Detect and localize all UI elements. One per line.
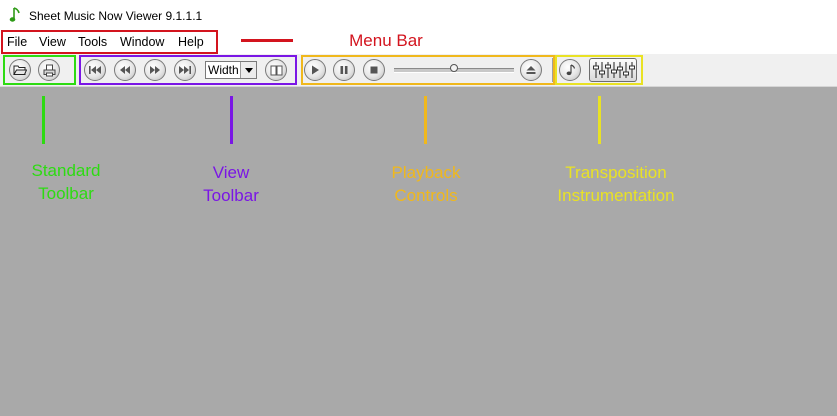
standard-toolbar-pointer — [42, 96, 45, 144]
standard-toolbar-label-line2: Toolbar — [38, 184, 94, 203]
transposition-label-line1: Transposition — [565, 163, 667, 182]
view-toolbar-pointer — [230, 96, 233, 144]
playback-controls-pointer — [424, 96, 427, 144]
play-icon — [312, 65, 319, 75]
eject-icon — [526, 66, 536, 74]
menu-bar-pointer — [241, 39, 293, 42]
menu-bar-label: Menu Bar — [349, 31, 423, 50]
playback-controls-label-line2: Controls — [394, 186, 458, 205]
standard-toolbar-label-line1: Standard — [31, 161, 101, 180]
title-bar: Sheet Music Now Viewer 9.1.1.1 — [0, 0, 837, 31]
view-toolbar-label-line1: View — [212, 163, 250, 182]
eject-button[interactable] — [520, 59, 542, 81]
print-icon — [43, 64, 55, 76]
stop-icon — [370, 66, 378, 74]
first-page-button[interactable] — [84, 59, 106, 81]
stop-button[interactable] — [363, 59, 385, 81]
next-page-button[interactable] — [144, 59, 166, 81]
transposition-label: Transposition Instrumentation — [531, 161, 701, 207]
mixer-button[interactable] — [589, 58, 637, 82]
zoom-select-value: Width — [208, 63, 239, 77]
window-title: Sheet Music Now Viewer 9.1.1.1 — [29, 9, 203, 23]
zoom-select[interactable]: Width — [205, 61, 257, 79]
chevron-down-icon[interactable] — [240, 62, 256, 78]
page-view-icon — [270, 65, 282, 75]
view-toolbar-highlight — [79, 55, 297, 85]
standard-toolbar-label: Standard Toolbar — [6, 159, 126, 205]
transpose-button[interactable] — [559, 59, 581, 81]
pause-button[interactable] — [333, 59, 355, 81]
open-button[interactable] — [9, 59, 31, 81]
menu-tools[interactable]: Tools — [78, 35, 108, 49]
menu-file[interactable]: File — [7, 35, 28, 49]
playback-position-handle[interactable] — [450, 64, 458, 72]
skip-first-icon — [89, 66, 101, 74]
menu-bar-highlight — [1, 30, 218, 54]
transposition-label-line2: Instrumentation — [557, 186, 675, 205]
print-button[interactable] — [38, 59, 60, 81]
view-toolbar-label-line2: Toolbar — [203, 186, 259, 205]
transposition-highlight — [555, 55, 643, 85]
mixer-icon — [593, 62, 635, 78]
menu-view[interactable]: View — [39, 35, 66, 49]
play-button[interactable] — [304, 59, 326, 81]
view-toolbar-label: View Toolbar — [171, 161, 291, 207]
page-view-button[interactable] — [265, 59, 287, 81]
open-folder-icon — [13, 65, 27, 75]
playback-controls-label: Playback Controls — [366, 161, 486, 207]
previous-page-button[interactable] — [114, 59, 136, 81]
last-page-button[interactable] — [174, 59, 196, 81]
transposition-pointer — [598, 96, 601, 144]
standard-toolbar-highlight — [3, 55, 76, 85]
rewind-icon — [120, 66, 130, 74]
menu-window[interactable]: Window — [120, 35, 165, 49]
menu-help[interactable]: Help — [178, 35, 204, 49]
menu-bar: File View Tools Window Help — [0, 31, 837, 54]
playback-controls-label-line1: Playback — [391, 163, 461, 182]
skip-last-icon — [179, 66, 191, 74]
pause-icon — [340, 66, 348, 74]
forward-icon — [150, 66, 160, 74]
transpose-icon — [566, 64, 576, 76]
music-note-icon — [9, 7, 20, 22]
playback-controls-highlight — [301, 55, 555, 85]
